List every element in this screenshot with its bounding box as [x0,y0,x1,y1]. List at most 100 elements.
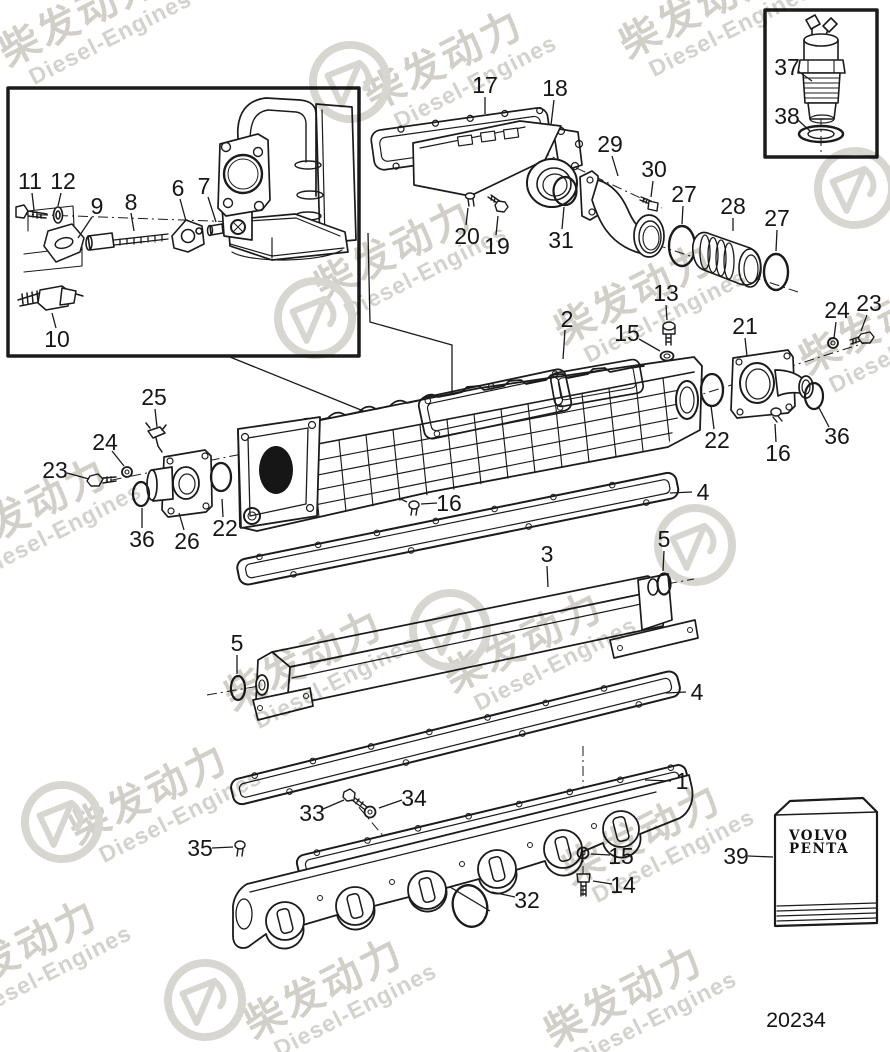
callout-leader-30 [650,180,654,198]
part-callout-4: 4 [697,479,710,505]
part-callout-32: 32 [514,887,540,913]
callout-leader-35 [211,846,234,849]
part-callout-4: 4 [691,679,704,705]
plug-35 [234,840,246,857]
bushing-7 [206,223,224,237]
bolt-11 [15,204,48,219]
drain-cock-25 [145,422,167,453]
elbow-29 [579,170,665,258]
manifold-ports [265,810,640,941]
part-callout-20: 20 [454,223,480,249]
part-callout-35: 35 [187,835,213,861]
washer-34 [363,805,377,819]
part-callout-15: 15 [614,320,640,346]
part-callout-36: 36 [129,526,155,552]
watermark-logo-icon [409,589,491,671]
sensor-detail-box [763,8,879,159]
o-ring-5-left [229,674,247,702]
core-element-3 [252,573,699,721]
callout-leader-1 [644,779,672,782]
housing-right-port [675,380,699,420]
bolt-33 [342,788,368,810]
part-callout-27: 27 [671,181,697,207]
part-callout-7: 7 [198,173,211,199]
gasket-4-lower [230,670,681,806]
callout-leader-24 [833,321,837,339]
bolt-30 [639,196,659,212]
callout-leader-29 [611,155,619,177]
callout-leader-4 [665,691,687,694]
callout-leader-3 [546,565,549,588]
part-callout-23: 23 [42,457,68,483]
plug-20 [464,192,476,207]
callout-leader-36 [817,405,830,428]
callout-leader-2 [562,329,566,360]
callout-leader-16 [420,502,438,505]
o-ring-5-right [656,572,672,596]
callout-leader-14 [592,880,613,885]
gasket-4-upper [236,471,680,586]
watermark-logo-icon [309,41,391,123]
part-callout-16: 16 [765,440,791,466]
part-callout-28: 28 [720,193,746,219]
o-ring-27b [762,252,790,292]
sensor-10 [17,285,84,311]
brand-line-penta: PENTA [789,841,849,857]
drawing-number: 20234 [766,1008,826,1032]
part-callout-24: 24 [92,429,118,455]
thermostat-housing [217,97,357,261]
callout-leader-7 [207,196,217,223]
callout-leader-37 [797,70,813,82]
part-callout-9: 9 [91,193,104,219]
o-ring-22-left [209,461,233,493]
part-callout-27: 27 [764,205,790,231]
callout-leader-9 [77,216,93,239]
callout-leader-22 [221,498,224,518]
callout-leader-13 [665,304,668,321]
housing-lattice [264,377,689,518]
callout-leader-15 [590,853,611,856]
washer-24-right [827,337,839,349]
o-ring-22-right [699,372,725,408]
housing-left-flange [237,416,321,529]
o-ring-36-right [803,381,825,411]
callout-leader-6 [179,198,187,222]
inlet-flange-26 [146,449,213,518]
callout-leader-38 [797,119,811,132]
part-callout-5: 5 [231,630,244,656]
clamp-9 [43,223,85,263]
callout-leader-25 [154,408,158,428]
manifold-housing-1 [232,764,694,950]
connection-housing-18 [412,120,584,208]
part-callout-36: 36 [824,423,850,449]
temperature-sensor-37 [797,14,846,124]
callout-leader-33 [322,799,345,810]
part-callout-19: 19 [484,233,510,259]
o-ring-36-left [131,480,151,508]
part-callout-24: 24 [824,297,850,323]
part-callout-14: 14 [610,872,636,898]
part-callout-37: 37 [774,54,800,80]
callout-leader-27 [681,205,684,225]
bolt-13 [662,321,676,346]
callout-leader-32 [491,891,516,898]
part-callout-39: 39 [723,843,749,869]
intercooler-housing-2 [237,356,703,532]
callout-leader-23 [66,472,90,480]
holder-6 [171,219,205,253]
part-callout-22: 22 [212,515,238,541]
callout-leader-11 [31,192,35,211]
washer-24-left [121,466,133,478]
inset-detail-box [6,86,361,358]
callout-leader-10 [51,312,57,329]
callout-leader-4 [669,491,693,494]
part-callout-18: 18 [542,75,568,101]
brand-carton-39: VOLVO PENTA [773,796,879,928]
callout-leader-22 [710,405,715,430]
